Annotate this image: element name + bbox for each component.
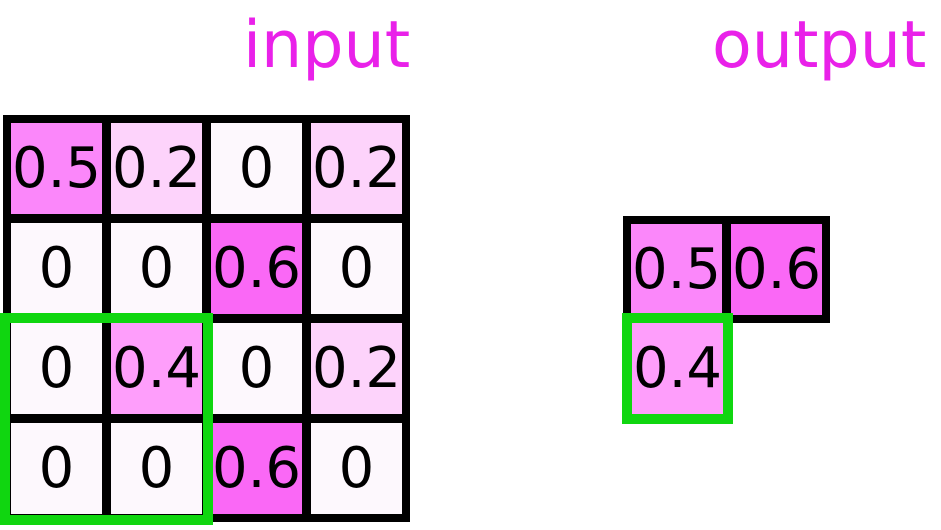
input-grid-cell: 0 xyxy=(11,223,102,314)
input-grid-cell: 0 xyxy=(11,323,102,414)
input-grid-cell: 0 xyxy=(211,123,302,214)
input-title: input xyxy=(243,8,411,83)
input-grid-cell: 0.6 xyxy=(211,223,302,314)
input-grid-cell: 0.2 xyxy=(111,123,202,214)
input-grid-cell: 0.5 xyxy=(11,123,102,214)
input-grid-cell: 0 xyxy=(111,423,202,514)
input-grid-cell: 0 xyxy=(311,223,402,314)
output-highlighted-cell: 0.4 xyxy=(622,313,733,424)
input-grid-cell: 0 xyxy=(111,223,202,314)
output-grid-cell: 0.5 xyxy=(631,224,722,315)
input-grid-cell: 0.4 xyxy=(111,323,202,414)
input-grid-cell: 0 xyxy=(311,423,402,514)
input-grid-cell: 0 xyxy=(11,423,102,514)
output-title: output xyxy=(712,8,927,83)
output-grid-cell: 0.6 xyxy=(731,224,822,315)
input-grid-cell: 0.2 xyxy=(311,123,402,214)
output-grid: 0.5 0.6 xyxy=(623,216,830,323)
input-grid-cell: 0.2 xyxy=(311,323,402,414)
input-grid-cell: 0.6 xyxy=(211,423,302,514)
output-grid-cell: 0.4 xyxy=(632,323,723,414)
pooling-window-highlight xyxy=(0,313,213,525)
input-grid: 0.5 0.2 0 0.2 0 0 0.6 0 0 0.4 0 0.2 0 0 … xyxy=(3,115,410,522)
input-grid-cell: 0 xyxy=(211,323,302,414)
